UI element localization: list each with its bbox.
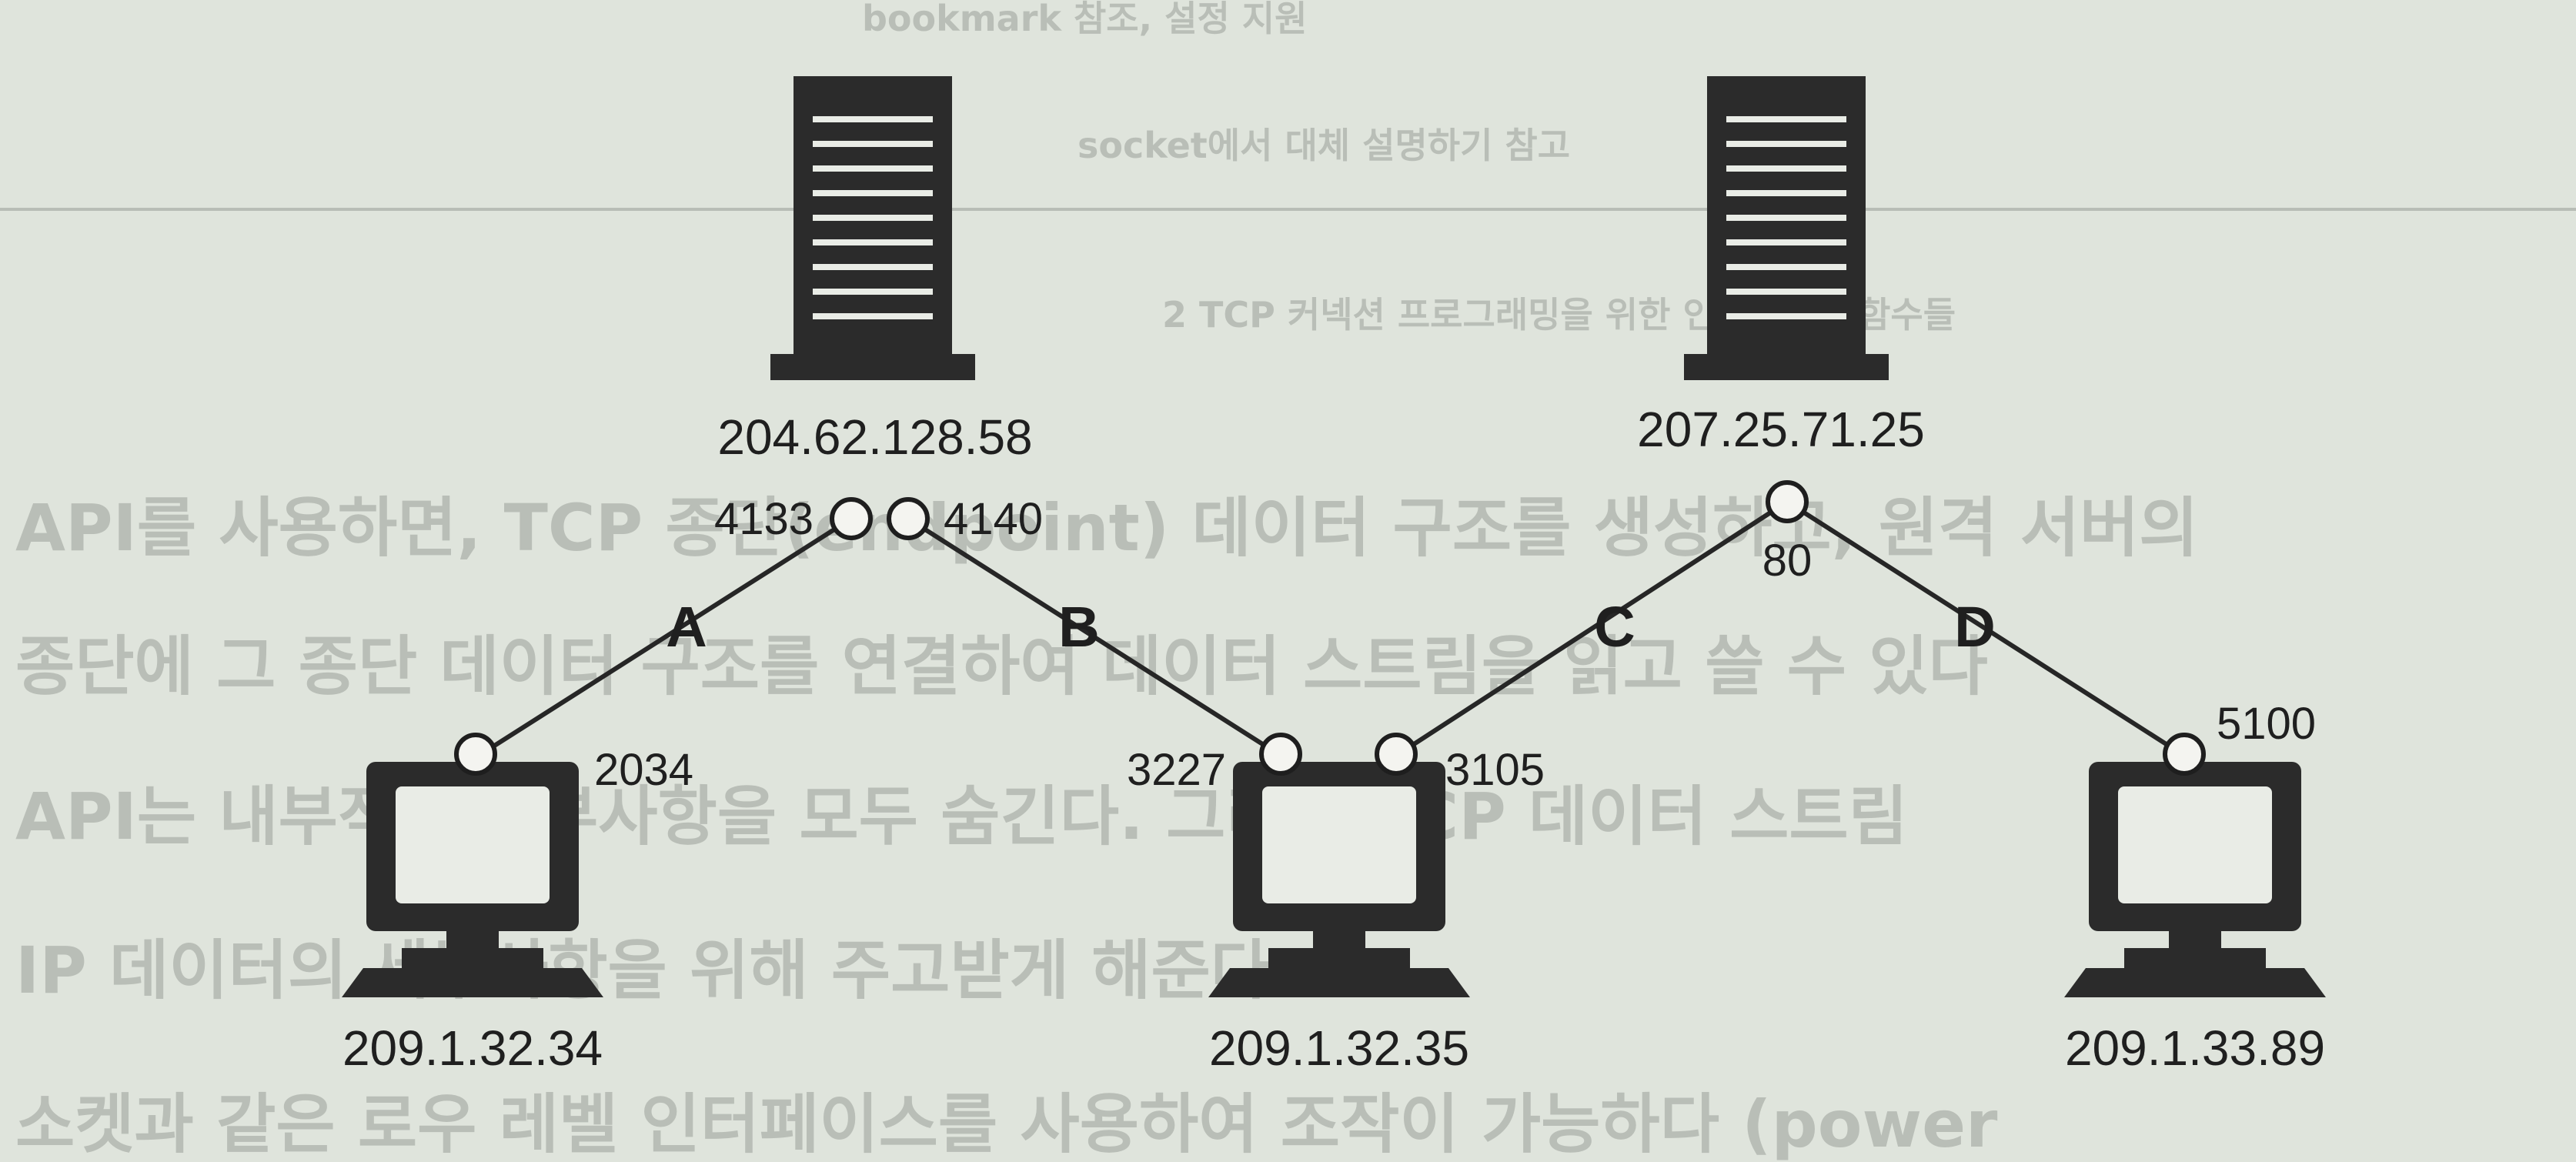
bg-line-2: socket에서 대체 설명하기 참고 xyxy=(1078,125,1570,166)
port-client-3: 5100 xyxy=(2217,699,2316,749)
client-3-socket-circle xyxy=(2163,733,2206,776)
client-2-computer-icon xyxy=(1208,762,1470,997)
bg-line-5: 종단에 그 종단 데이터 구조를 연결하여 데이터 스트림을 읽고 쓸 수 있다 xyxy=(15,629,1988,704)
client-1-ip: 209.1.32.34 xyxy=(342,1020,603,1076)
client-3-computer-icon xyxy=(2064,762,2326,997)
client-1-computer-icon xyxy=(342,762,603,997)
server-right-ip: 207.25.71.25 xyxy=(1637,402,1925,457)
bg-line-6: API는 내부적인 세부사항을 모두 숨긴다. 그리고 TCP 데이터 스트림 xyxy=(15,779,1908,854)
port-client-2-right: 3105 xyxy=(1445,745,1545,795)
bg-line-8: 소켓과 같은 로우 레벨 인터페이스를 사용하여 조작이 가능하다 (power xyxy=(15,1087,1998,1162)
client-3-ip: 209.1.33.89 xyxy=(2065,1020,2325,1076)
port-server-left-b: 4140 xyxy=(944,494,1043,544)
server-left-socket-a-circle xyxy=(830,497,873,540)
client-2-ip: 209.1.32.35 xyxy=(1209,1020,1469,1076)
bg-line-1: bookmark 참조, 설정 지원 xyxy=(862,0,1307,39)
client-2-left-socket-circle xyxy=(1259,733,1302,776)
connection-line-d xyxy=(1785,499,2187,758)
server-right-socket-circle xyxy=(1766,480,1809,523)
connection-label-d: D xyxy=(1954,595,1995,659)
server-left-icon xyxy=(770,76,975,380)
background-page-text: bookmark 참조, 설정 지원 socket에서 대체 설명하기 참고 2… xyxy=(15,0,2199,1162)
bg-line-7: IP 데이터의 세부사항을 위해 주고받게 해준다 xyxy=(15,933,1270,1008)
port-client-1: 2034 xyxy=(594,745,693,795)
bg-line-4: API를 사용하면, TCP 종단(endpoint) 데이터 구조를 생성하고… xyxy=(15,490,2199,566)
connection-line-a xyxy=(476,516,854,758)
port-server-left-a: 4133 xyxy=(714,494,814,544)
connection-line-b xyxy=(906,516,1283,758)
connection-label-c: C xyxy=(1594,595,1635,659)
client-1-socket-circle xyxy=(454,733,497,776)
server-right-icon xyxy=(1684,76,1889,380)
port-server-right: 80 xyxy=(1762,536,1813,586)
client-2-right-socket-circle xyxy=(1375,733,1418,776)
connection-label-b: B xyxy=(1058,595,1099,659)
server-left-ip: 204.62.128.58 xyxy=(717,409,1032,465)
server-left-socket-b-circle xyxy=(887,497,930,540)
connection-line-c xyxy=(1394,499,1789,758)
port-client-2-left: 3227 xyxy=(1127,745,1226,795)
connection-label-a: A xyxy=(666,595,707,659)
